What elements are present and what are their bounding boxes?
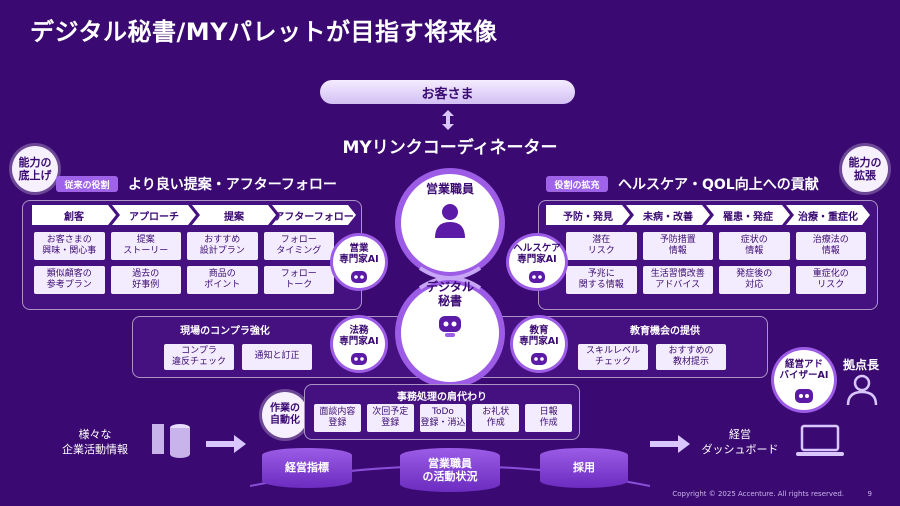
left-stage-row: 創客 アプローチ 提案 アフターフォロー: [32, 205, 354, 225]
right-cell: 生活習慣改善 アドバイス: [642, 266, 713, 294]
database-icon: [152, 424, 190, 458]
central-loop-graphic: [395, 168, 505, 388]
sales-person-icon: [435, 204, 465, 238]
automation-badge: 作業の 自動化: [262, 392, 308, 438]
left-section-heading: より良い提案・アフターフォロー: [128, 177, 337, 193]
office-cell: 面談内容 登録: [314, 404, 361, 432]
robot-icon: [531, 353, 547, 365]
office-cell-grid: 面談内容 登録 次回予定 登録 ToDo 登録・消込 お礼状 作成 日報 作成: [314, 404, 572, 432]
kpi-cylinder: 経営指標: [262, 448, 352, 488]
right-cell: 予防措置 情報: [642, 232, 713, 260]
robot-icon: [351, 271, 367, 283]
slide-title: デジタル秘書/MYパレットが目指す将来像: [30, 18, 498, 46]
left-cell: 商品の ポイント: [187, 266, 258, 294]
office-cell: 次回予定 登録: [366, 404, 414, 432]
sales-person-label: 営業職員: [425, 182, 474, 196]
robot-icon: [351, 353, 367, 365]
left-stage: アフターフォロー: [272, 205, 356, 225]
office-work-heading: 事務処理の肩代わり: [397, 392, 487, 403]
left-cell: 類似顧客の 参考プラン: [34, 266, 105, 294]
left-cell: お客さまの 興味・関心事: [34, 232, 105, 260]
right-section-tag: 役割の拡充: [546, 176, 608, 192]
legal-ai-label: 法務 専門家AI: [339, 325, 379, 347]
dashboard-label: 経営 ダッシュボード: [701, 428, 779, 456]
compliance-item: コンプラ 違反チェック: [164, 344, 234, 370]
office-cell: お礼状 作成: [472, 404, 520, 432]
left-cell: フォロー タイミング: [263, 232, 334, 260]
person-icon: [846, 374, 878, 406]
left-stage: アプローチ: [112, 205, 196, 225]
right-stage: 予防・発見: [546, 205, 630, 225]
education-item: スキルレベル チェック: [578, 344, 648, 370]
right-stage: 罹患・発症: [706, 205, 790, 225]
robot-icon: [795, 389, 813, 403]
page-number: 9: [867, 490, 872, 498]
robot-icon: [529, 271, 545, 283]
branch-manager-label: 拠点長: [842, 358, 879, 372]
office-cell: 日報 作成: [525, 404, 572, 432]
arrow-right-icon: [206, 435, 246, 453]
copyright-text: Copyright © 2025 Accenture. All rights r…: [672, 490, 844, 498]
right-cell: 治療法の 情報: [795, 232, 866, 260]
right-section-heading: ヘルスケア・QOL向上への貢献: [618, 177, 819, 193]
enterprise-info-label: 様々な 企業活動情報: [62, 428, 128, 456]
left-cell: 提案 ストーリー: [110, 232, 181, 260]
office-cell: ToDo 登録・消込: [419, 404, 467, 432]
compliance-item: 通知と訂正: [242, 344, 312, 370]
right-cell: 症状の 情報: [719, 232, 790, 260]
arrow-right-icon: [650, 435, 690, 453]
activity-cylinder: 営業職員 の活動状況: [400, 448, 500, 492]
right-cell: 重症化の リスク: [795, 266, 866, 294]
left-cell: おすすめ 設計プラン: [187, 232, 258, 260]
compliance-heading: 現場のコンプラ強化: [180, 326, 270, 337]
education-ai-label: 教育 専門家AI: [519, 325, 559, 347]
left-cell-grid: お客さまの 興味・関心事 提案 ストーリー おすすめ 設計プラン フォロー タイ…: [34, 232, 334, 294]
advisor-ai-label: 経営アド バイザーAI: [779, 359, 829, 381]
coordinator-title: MYリンクコーディネーター: [342, 138, 558, 158]
left-ability-badge: 能力の 底上げ: [12, 146, 58, 192]
right-stage: 未病・改善: [626, 205, 710, 225]
left-stage: 提案: [192, 205, 276, 225]
digital-secretary-label: デジタル 秘書: [426, 280, 474, 309]
health-ai-label: ヘルスケア 専門家AI: [513, 243, 561, 265]
right-stage-row: 予防・発見 未病・改善 罹患・発症 治療・重症化: [546, 205, 868, 225]
left-stage: 創客: [32, 205, 116, 225]
up-down-arrow-icon: [442, 110, 454, 130]
right-ability-badge: 能力の 拡張: [842, 146, 888, 192]
right-cell-grid: 潜在 リスク 予防措置 情報 症状の 情報 治療法の 情報 予兆に 関する情報 …: [566, 232, 866, 294]
laptop-icon: [796, 424, 844, 456]
left-cell: フォロー トーク: [263, 266, 334, 294]
recruiting-cylinder: 採用: [540, 448, 628, 488]
education-item: おすすめの 教材提示: [656, 344, 726, 370]
left-section-tag: 従来の役割: [56, 176, 118, 192]
customer-bar: お客さま: [320, 80, 575, 104]
right-cell: 発症後の 対応: [719, 266, 790, 294]
right-cell: 予兆に 関する情報: [566, 266, 637, 294]
right-cell: 潜在 リスク: [566, 232, 637, 260]
robot-icon: [439, 316, 461, 337]
sales-ai-label: 営業 専門家AI: [339, 243, 379, 265]
right-stage: 治療・重症化: [786, 205, 870, 225]
education-heading: 教育機会の提供: [630, 326, 700, 337]
left-cell: 過去の 好事例: [110, 266, 181, 294]
